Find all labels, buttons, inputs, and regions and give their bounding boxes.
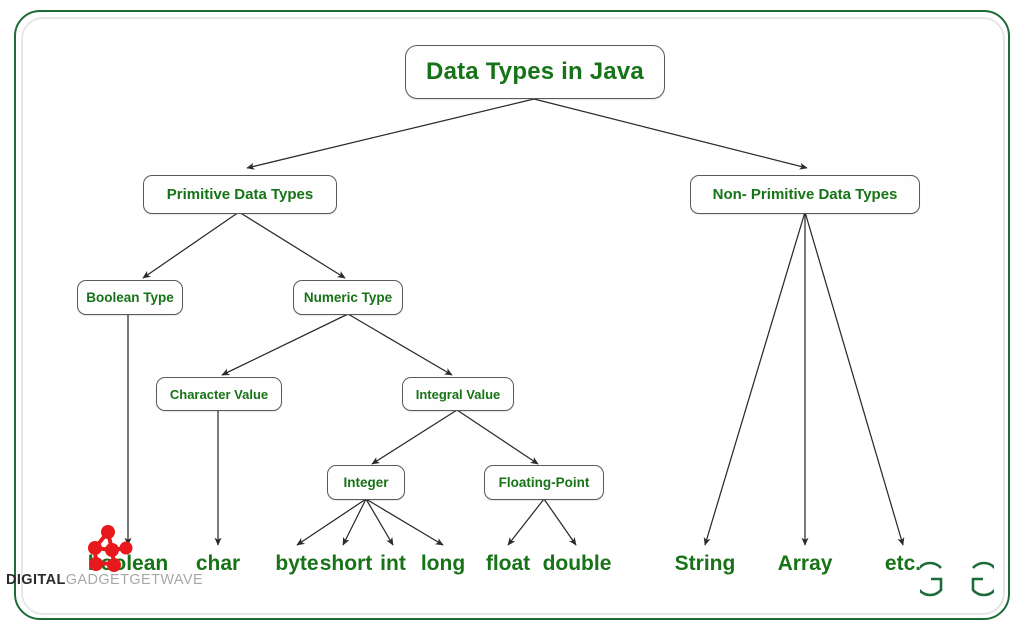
leaf-long[interactable]: long bbox=[420, 552, 466, 575]
edge-numeric-to-integral-value bbox=[347, 313, 453, 376]
edge-floating-to-double bbox=[543, 498, 577, 546]
geeksforgeeks-logo-icon bbox=[920, 561, 994, 597]
node-character-value[interactable]: Character Value bbox=[156, 377, 282, 411]
edge-root-to-non-primitive bbox=[533, 98, 808, 170]
edge-numeric-to-character-value bbox=[221, 313, 349, 376]
leaf-etc[interactable]: etc. bbox=[884, 552, 922, 575]
node-integer[interactable]: Integer bbox=[327, 465, 405, 500]
node-numeric-type[interactable]: Numeric Type bbox=[293, 280, 403, 315]
leaf-float[interactable]: float bbox=[485, 552, 531, 575]
edge-integer-to-byte bbox=[296, 498, 367, 546]
leaf-double[interactable]: double bbox=[542, 552, 612, 575]
leaf-char[interactable]: char bbox=[195, 552, 241, 575]
leaf-byte[interactable]: byte bbox=[275, 552, 319, 575]
edge-floating-to-float bbox=[507, 498, 545, 546]
edge-primitive-to-boolean-type bbox=[142, 211, 240, 279]
node-boolean-type[interactable]: Boolean Type bbox=[77, 280, 183, 315]
edge-integer-to-long bbox=[365, 498, 444, 546]
node-root-data-types-in-java[interactable]: Data Types in Java bbox=[405, 45, 665, 99]
node-floating-point[interactable]: Floating-Point bbox=[484, 465, 604, 500]
leaf-string[interactable]: String bbox=[674, 552, 736, 575]
edge-root-to-primitive bbox=[246, 98, 535, 170]
watermark-digital-strong: DIGITAL bbox=[6, 572, 66, 588]
leaf-array[interactable]: Array bbox=[777, 552, 833, 575]
molecule-logo-icon bbox=[88, 525, 133, 572]
node-integral-value[interactable]: Integral Value bbox=[402, 377, 514, 411]
edge-integral-to-integer bbox=[371, 409, 458, 465]
edge-non-primitive-to-string bbox=[703, 211, 806, 546]
leaf-boolean[interactable]: boolean bbox=[87, 552, 169, 575]
edge-integer-to-short bbox=[342, 498, 367, 546]
edge-non-primitive-to-etc bbox=[804, 211, 905, 546]
edge-integral-to-floating-point bbox=[456, 409, 539, 465]
edge-primitive-to-numeric-type bbox=[238, 211, 346, 279]
watermark-digital-light: GADGETGETWAVE bbox=[65, 572, 204, 588]
leaf-short[interactable]: short bbox=[319, 552, 373, 575]
watermark-digitalgadgetgetwave: DIGITALGADGETGETWAVE bbox=[6, 572, 203, 588]
leaf-int[interactable]: int bbox=[380, 552, 406, 575]
edge-integer-to-int bbox=[365, 498, 394, 546]
node-primitive-data-types[interactable]: Primitive Data Types bbox=[143, 175, 337, 214]
node-non-primitive-data-types[interactable]: Non- Primitive Data Types bbox=[690, 175, 920, 214]
